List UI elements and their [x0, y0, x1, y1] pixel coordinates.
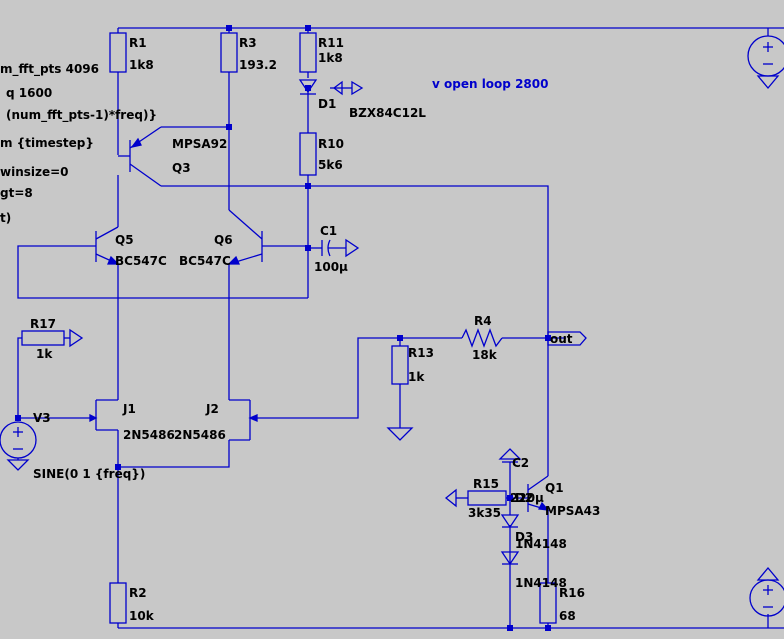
ground-r15 — [444, 488, 457, 508]
label-r13-value[interactable]: 1k — [408, 370, 425, 384]
resistors — [21, 32, 557, 624]
directive-line[interactable]: m {timestep} — [0, 136, 94, 150]
capacitors — [321, 239, 518, 469]
label-r10-value[interactable]: 5k6 — [318, 158, 343, 172]
resistor-r11 — [299, 32, 317, 73]
resistor-r17 — [21, 330, 65, 346]
label-r1-value[interactable]: 1k8 — [129, 58, 154, 72]
resistor-r15 — [467, 490, 507, 506]
capacitor-c2 — [502, 461, 518, 469]
ground-c1 — [345, 238, 360, 258]
label-d3-value[interactable]: 1N4148 — [515, 537, 567, 551]
resistor-r4 — [461, 328, 503, 348]
label-r11-value[interactable]: 1k8 — [318, 51, 343, 65]
resistor-r13 — [391, 345, 409, 385]
capacitor-c1 — [321, 239, 346, 257]
source-v3 — [0, 421, 37, 460]
directive-line[interactable]: (num_fft_pts-1)*freq)} — [6, 108, 157, 123]
label-r10-name[interactable]: R10 — [318, 137, 344, 151]
label-r4-name[interactable]: R4 — [474, 314, 492, 328]
transistor-q1 — [527, 475, 550, 512]
label-q6-value[interactable]: BC547C — [179, 254, 231, 268]
label-d2-name[interactable]: D2 — [515, 491, 533, 505]
resistor-r1 — [109, 32, 127, 73]
ground-v3 — [6, 459, 30, 471]
directive-line[interactable]: q 1600 — [6, 86, 52, 100]
ground-d1 — [351, 80, 364, 96]
junctions — [15, 25, 551, 631]
jfet-j1 — [89, 399, 118, 431]
grounds — [6, 80, 522, 508]
label-r4-value[interactable]: 18k — [472, 348, 498, 362]
label-r2-name[interactable]: R2 — [129, 586, 147, 600]
sources — [0, 35, 784, 617]
label-r11-name[interactable]: R11 — [318, 36, 344, 50]
source-vneg — [749, 566, 784, 617]
label-q3-name[interactable]: Q3 — [172, 161, 191, 175]
transistor-q5 — [95, 226, 120, 265]
label-d1-name[interactable]: D1 — [318, 97, 336, 111]
diode-d3 — [500, 514, 520, 529]
directive-line[interactable]: m_fft_pts 4096 — [0, 62, 99, 77]
label-r15-value[interactable]: 3k35 — [468, 506, 501, 520]
diodes — [298, 79, 520, 566]
net-label-out[interactable]: out — [550, 332, 573, 346]
net-label-out-flag — [547, 331, 587, 346]
resistor-r3 — [220, 32, 238, 73]
directive-line[interactable]: gt=8 — [0, 186, 33, 200]
label-d4-value[interactable]: 1N4148 — [515, 576, 567, 590]
label-r16-name[interactable]: R16 — [559, 586, 585, 600]
label-q5-value[interactable]: BC547C — [115, 254, 167, 268]
transistors — [89, 126, 550, 512]
label-j1-name[interactable]: J1 — [122, 402, 136, 416]
label-r13-name[interactable]: R13 — [408, 346, 434, 360]
annotation-open-loop[interactable]: v open loop 2800 — [432, 77, 548, 91]
label-c2-name[interactable]: C2 — [512, 456, 529, 470]
transistor-q3 — [118, 126, 162, 187]
label-j1-value[interactable]: 2N5486 — [123, 428, 175, 442]
label-r1-name[interactable]: R1 — [129, 36, 147, 50]
label-d1-value[interactable]: BZX84C12L — [349, 106, 426, 120]
label-c2-value[interactable]: 220µ — [510, 491, 544, 505]
resistor-r16 — [539, 582, 557, 624]
label-q5-name[interactable]: Q5 — [115, 233, 134, 247]
diode-d1 — [298, 79, 352, 100]
label-r2-value[interactable]: 10k — [129, 609, 155, 623]
diode-d4 — [500, 551, 520, 566]
ground-r13 — [386, 427, 414, 441]
label-c1-name[interactable]: C1 — [320, 224, 337, 238]
component-labels[interactable]: R1 1k8 R3 193.2 R11 1k8 D1 BZX84C12L R10… — [30, 36, 600, 623]
label-r17-value[interactable]: 1k — [36, 347, 53, 361]
label-r16-value[interactable]: 68 — [559, 609, 576, 623]
ground-c2 — [498, 448, 522, 460]
label-r15-name[interactable]: R15 — [473, 477, 499, 491]
directive-line[interactable]: winsize=0 — [0, 165, 69, 179]
resistor-r10 — [299, 132, 317, 176]
directive-line[interactable]: t) — [0, 211, 11, 225]
resistor-r2 — [109, 582, 127, 624]
label-q6-name[interactable]: Q6 — [214, 233, 233, 247]
label-v3-value[interactable]: SINE(0 1 {freq}) — [33, 467, 145, 481]
jfet-j2 — [229, 399, 258, 441]
label-r3-name[interactable]: R3 — [239, 36, 257, 50]
label-q3-value[interactable]: MPSA92 — [172, 137, 227, 151]
label-v3-name[interactable]: V3 — [33, 411, 51, 425]
wires — [17, 27, 784, 629]
label-j2-name[interactable]: J2 — [205, 402, 219, 416]
label-j2-value[interactable]: 2N5486 — [174, 428, 226, 442]
ground-r17 — [69, 328, 84, 348]
label-q1-value[interactable]: MPSA43 — [545, 504, 600, 518]
label-d3-name[interactable]: D3 — [515, 530, 533, 544]
spice-directives[interactable]: m_fft_pts 4096 q 1600 (num_fft_pts-1)*fr… — [0, 62, 157, 225]
source-vpos — [747, 35, 784, 90]
label-q1-name[interactable]: Q1 — [545, 481, 564, 495]
label-r3-value[interactable]: 193.2 — [239, 58, 277, 72]
label-c1-value[interactable]: 100µ — [314, 260, 348, 274]
label-r17-name[interactable]: R17 — [30, 317, 56, 331]
transistor-q6 — [227, 209, 263, 265]
